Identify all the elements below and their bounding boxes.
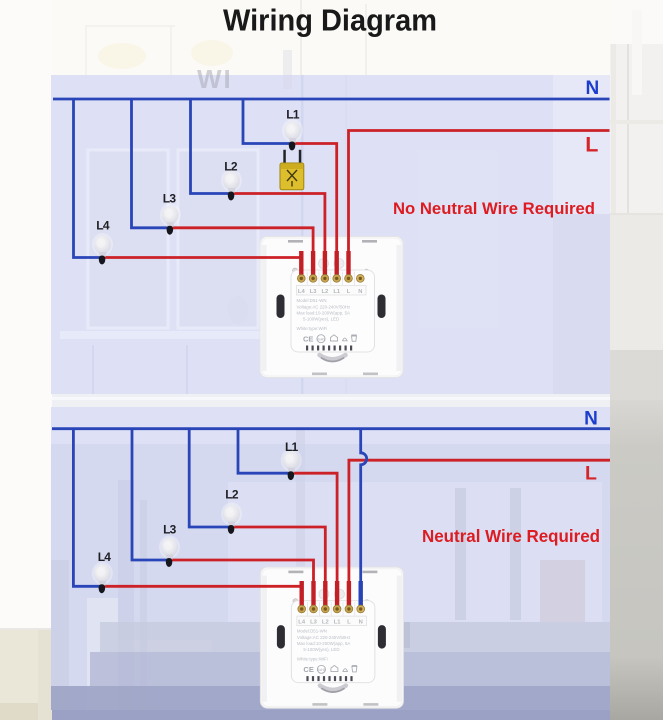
svg-text:L4: L4 xyxy=(96,219,110,233)
svg-text:L1: L1 xyxy=(285,440,299,454)
svg-text:WI: WI xyxy=(197,64,233,94)
svg-text:N: N xyxy=(584,408,598,429)
svg-text:Neutral Wire Required: Neutral Wire Required xyxy=(422,526,600,546)
svg-text:L4: L4 xyxy=(98,550,112,564)
svg-text:L2: L2 xyxy=(224,160,238,174)
svg-text:No Neutral Wire Required: No Neutral Wire Required xyxy=(393,199,595,218)
svg-text:N: N xyxy=(586,78,600,99)
svg-text:L2: L2 xyxy=(225,488,239,502)
svg-text:L: L xyxy=(585,463,597,485)
svg-text:L1: L1 xyxy=(286,108,300,122)
svg-text:L: L xyxy=(585,133,598,157)
svg-text:L3: L3 xyxy=(163,523,177,537)
svg-text:Wiring Diagram: Wiring Diagram xyxy=(223,3,437,38)
svg-text:L3: L3 xyxy=(163,192,177,206)
